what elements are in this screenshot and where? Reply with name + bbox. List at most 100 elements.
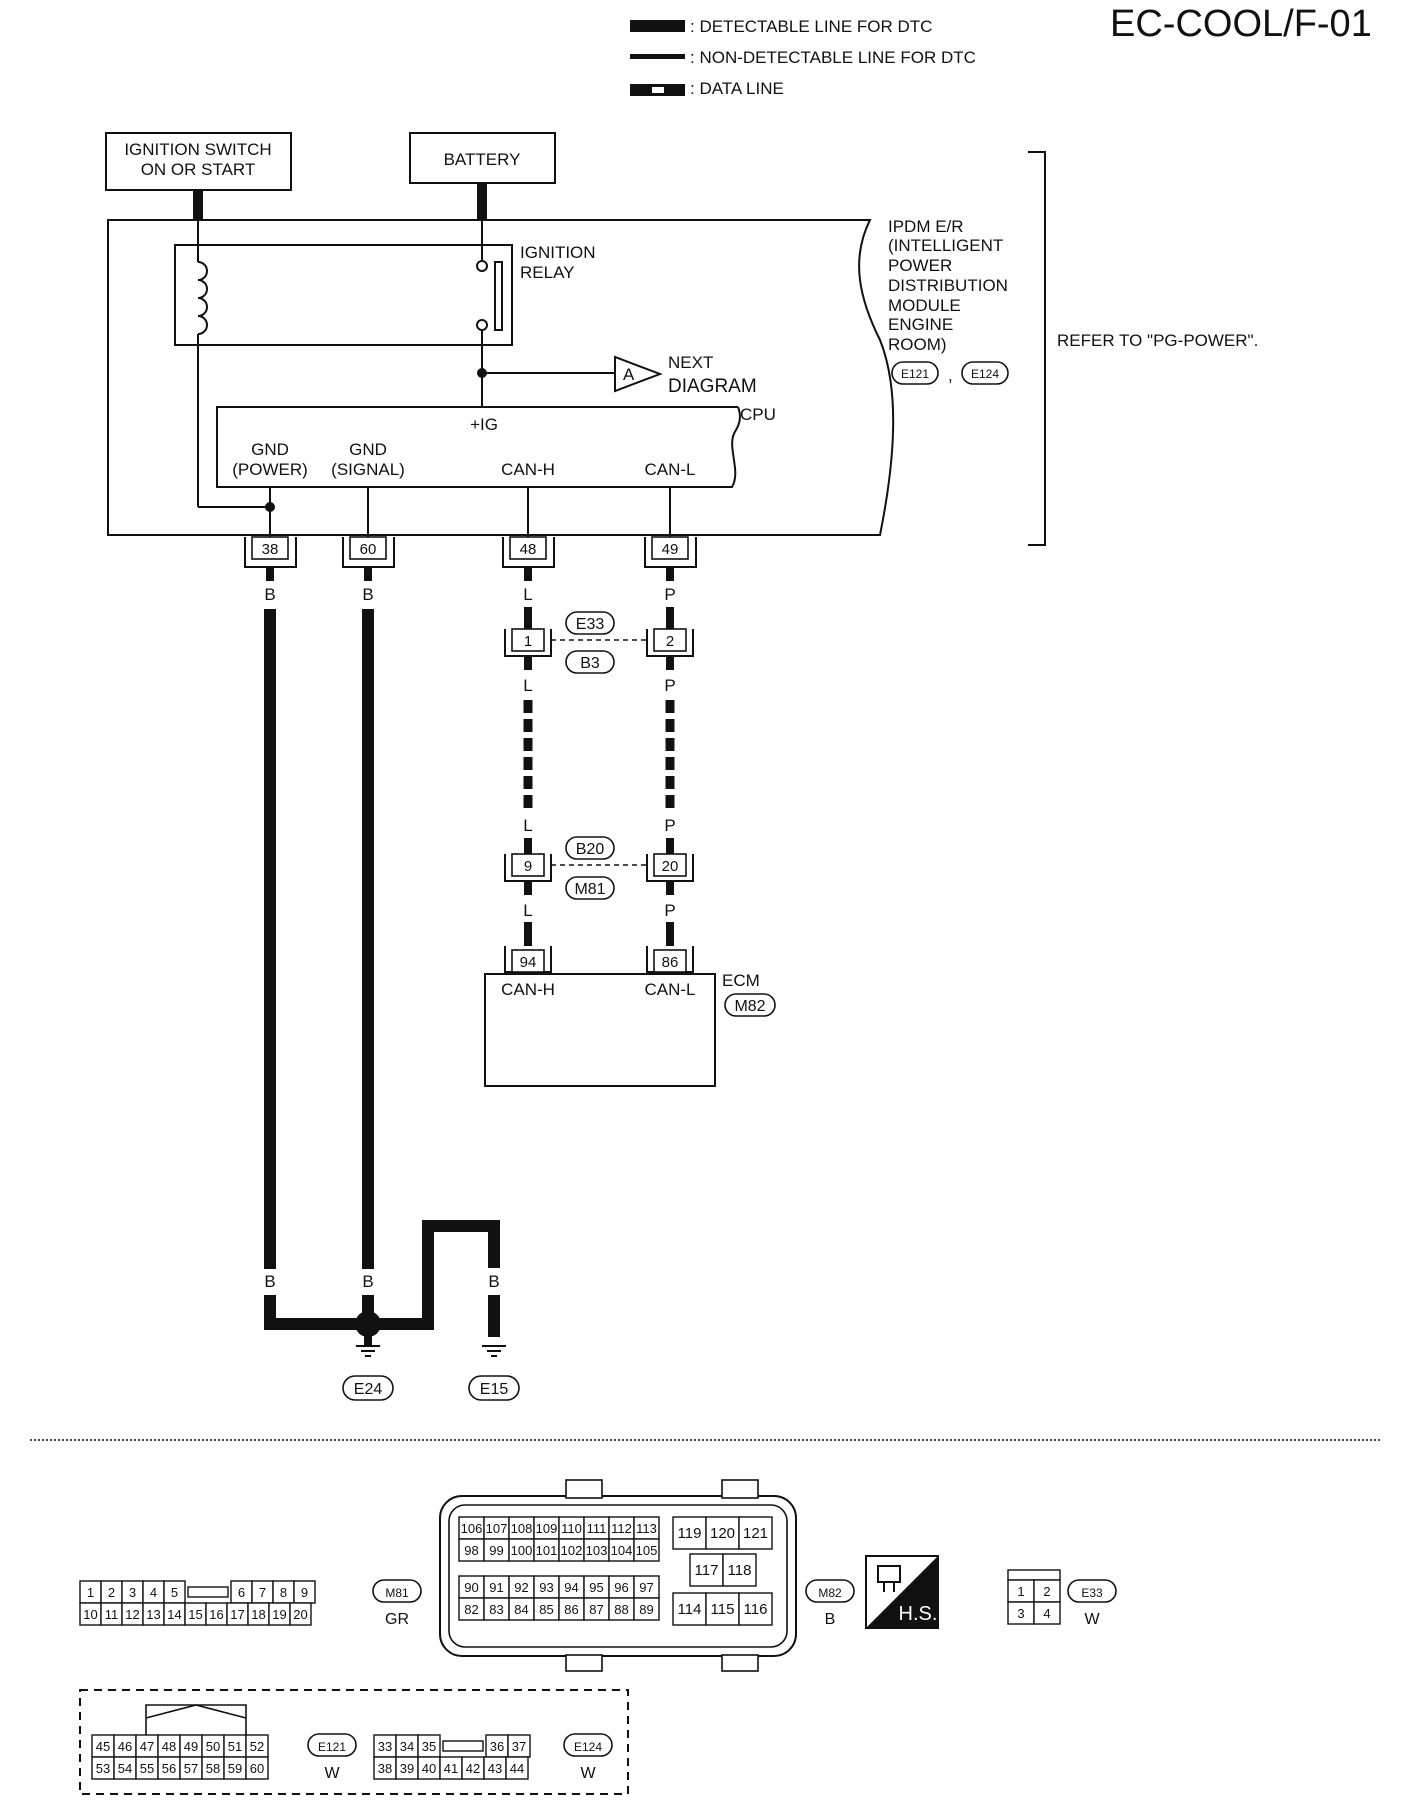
svg-text:(SIGNAL): (SIGNAL) <box>331 460 405 479</box>
svg-text:48: 48 <box>520 541 537 558</box>
page-id: EC-COOL/F-01 <box>1110 3 1372 45</box>
pin-99-label: 99 <box>489 1543 503 1558</box>
pin-1-label: 1 <box>87 1585 94 1600</box>
pin-101-label: 101 <box>536 1543 558 1558</box>
svg-text:POWER: POWER <box>888 256 952 275</box>
svg-text:DISTRIBUTION: DISTRIBUTION <box>888 276 1008 295</box>
pin-59-label: 59 <box>228 1761 242 1776</box>
pin-95-label: 95 <box>589 1580 603 1595</box>
svg-text:CAN-L: CAN-L <box>644 980 695 999</box>
legend-data-line-label: : DATA LINE <box>690 79 784 98</box>
pin-88-label: 88 <box>614 1602 628 1617</box>
pin-115 <box>705 1592 740 1626</box>
pin-105 <box>633 1538 660 1562</box>
connector-id: E124 <box>574 1740 602 1754</box>
svg-text:ECM: ECM <box>722 971 760 990</box>
connector-id: M82 <box>818 1586 842 1600</box>
wire-color-60: B <box>362 585 373 604</box>
pin-45-label: 45 <box>96 1739 110 1754</box>
pin-113-label: 113 <box>636 1521 657 1536</box>
pin-91-label: 91 <box>489 1580 503 1595</box>
pin-60 <box>245 1756 269 1780</box>
svg-text:B20: B20 <box>576 841 605 858</box>
svg-text:49: 49 <box>662 541 679 558</box>
next-diagram-arrow-icon <box>614 355 663 393</box>
pin-55-label: 55 <box>140 1761 154 1776</box>
can-lines: L P 1 2 E33 B3 L P L P 9 20 <box>504 567 694 946</box>
svg-text:MODULE: MODULE <box>888 296 961 315</box>
svg-text:60: 60 <box>360 541 377 558</box>
svg-text:ENGINE: ENGINE <box>888 315 953 334</box>
svg-text:20: 20 <box>662 858 679 875</box>
ground-e24-icon: E24 <box>342 1345 394 1401</box>
pin-10-label: 10 <box>83 1607 97 1622</box>
legend-detectable-swatch <box>630 20 685 32</box>
pin-60-label: 60 <box>250 1761 264 1776</box>
pin-108-label: 108 <box>511 1521 533 1536</box>
pin-119-label: 119 <box>678 1525 702 1542</box>
relay-coil-icon <box>197 261 208 335</box>
pin-121-label: 121 <box>743 1525 768 1542</box>
pin-47-label: 47 <box>140 1739 154 1754</box>
pin-53-label: 53 <box>96 1761 110 1776</box>
ground-e15-icon: E15 <box>468 1345 520 1401</box>
svg-text:(INTELLIGENT: (INTELLIGENT <box>888 236 1003 255</box>
pin-57-label: 57 <box>184 1761 198 1776</box>
connector-id: E121 <box>318 1740 346 1754</box>
pin-44-label: 44 <box>510 1761 524 1776</box>
connector-color: GR <box>385 1611 409 1628</box>
pin-87-label: 87 <box>589 1602 603 1617</box>
legend-non-detectable-label: : NON-DETECTABLE LINE FOR DTC <box>690 48 976 67</box>
pin-117 <box>689 1553 724 1587</box>
svg-text:ON OR START: ON OR START <box>141 160 256 179</box>
batt-feed-wire <box>477 183 487 220</box>
pin-93-label: 93 <box>539 1580 553 1595</box>
svg-text:BATTERY: BATTERY <box>444 150 521 169</box>
pin-84-label: 84 <box>514 1602 528 1617</box>
pin-16-label: 16 <box>209 1607 223 1622</box>
connector-color: W <box>324 1765 340 1782</box>
svg-text:1: 1 <box>524 633 532 650</box>
ipdm-label: IPDM E/R (INTELLIGENT POWER DISTRIBUTION… <box>888 217 1009 385</box>
pin-118-label: 118 <box>728 1562 752 1579</box>
ign-feed-wire <box>193 190 203 220</box>
pin-2-label: 2 <box>1043 1584 1050 1599</box>
connector-color: W <box>580 1765 596 1782</box>
svg-text:B: B <box>422 1272 433 1291</box>
pin-35-label: 35 <box>422 1739 436 1754</box>
pin-18-label: 18 <box>251 1607 265 1622</box>
svg-text:P: P <box>664 901 675 920</box>
pin-89-label: 89 <box>639 1602 653 1617</box>
svg-text:E24: E24 <box>354 1381 383 1398</box>
svg-text:B: B <box>264 1272 275 1291</box>
pin-19-label: 19 <box>272 1607 286 1622</box>
pin-17-label: 17 <box>230 1607 244 1622</box>
pin-7-label: 7 <box>259 1585 266 1600</box>
svg-text:L: L <box>523 901 532 920</box>
svg-text:L: L <box>523 585 532 604</box>
svg-text:GND: GND <box>251 440 289 459</box>
svg-text:IPDM E/R: IPDM E/R <box>888 217 964 236</box>
pin-3-label: 3 <box>1017 1606 1024 1621</box>
svg-text:M82: M82 <box>734 998 765 1015</box>
cpu-block: CPU +IG GND (POWER) GND (SIGNAL) CAN-H C… <box>216 405 776 488</box>
pin-43-label: 43 <box>488 1761 502 1776</box>
pin-118 <box>722 1553 757 1587</box>
svg-text:E33: E33 <box>576 616 605 633</box>
ground-signal-wire <box>362 609 374 1269</box>
pin-98-label: 98 <box>464 1543 478 1558</box>
pin-105-label: 105 <box>636 1543 658 1558</box>
svg-text:CAN-H: CAN-H <box>501 460 555 479</box>
connector-id: E33 <box>1081 1586 1103 1600</box>
svg-text:9: 9 <box>524 858 532 875</box>
pin-103-label: 103 <box>586 1543 608 1558</box>
pin-20 <box>289 1602 312 1626</box>
pin-110-label: 110 <box>561 1521 582 1536</box>
pin-3-label: 3 <box>129 1585 136 1600</box>
pin-96-label: 96 <box>614 1580 628 1595</box>
pin-117-label: 117 <box>695 1562 719 1579</box>
svg-text:CPU: CPU <box>740 405 776 424</box>
pin-116-label: 116 <box>744 1601 768 1618</box>
